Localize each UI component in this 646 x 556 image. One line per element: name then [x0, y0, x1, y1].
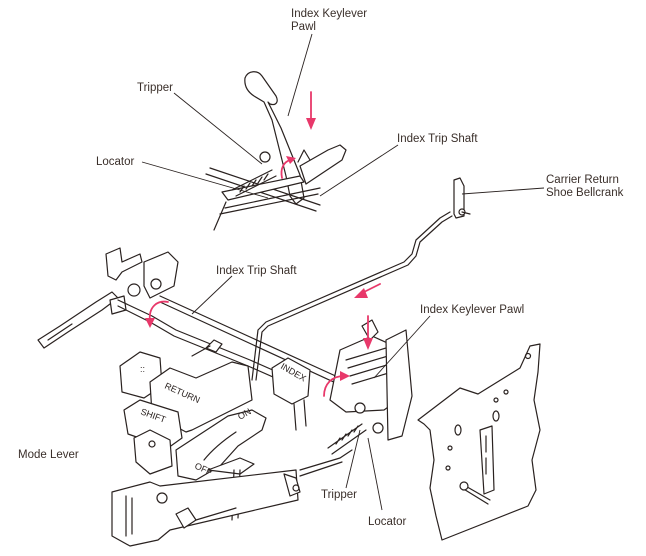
- label-tripper-top: Tripper: [137, 82, 173, 94]
- top-detail-assembly: [141, 33, 399, 231]
- label-mode-lever: Mode Lever: [18, 449, 79, 461]
- tripper-spring-bottom: [327, 423, 367, 455]
- lower-frame-plate: [111, 469, 299, 547]
- index-trip-shaft-mid: [117, 299, 301, 389]
- key-mode: [133, 429, 173, 475]
- label-locator-top: Locator: [96, 156, 135, 168]
- leader-index-keylever-pawl-top: [287, 33, 313, 117]
- label-index-trip-shaft-top: Index Trip Shaft: [397, 133, 478, 145]
- label-line: Index Keylever: [291, 8, 368, 20]
- top-right-bracket: [299, 144, 347, 185]
- leader-index-trip-shaft-mid: [191, 275, 233, 315]
- key-small-label: ::: [140, 364, 145, 374]
- carrier-return-link-rod: [251, 211, 453, 381]
- index-keylever-pawl-top: [244, 71, 305, 205]
- leader-carrier-return-shoe-bellcrank: [461, 187, 545, 195]
- top-base-bar: [221, 175, 305, 201]
- tripper-screw-top: [259, 151, 271, 163]
- leader-tripper-bottom: [345, 429, 361, 489]
- label-index-trip-shaft-mid: Index Trip Shaft: [216, 265, 297, 277]
- leader-locator-top: [141, 161, 269, 199]
- label-index-keylever-pawl-mid: Index Keylever Pawl: [420, 304, 525, 316]
- right-bracket-mid: [385, 329, 413, 441]
- left-mounting-bracket: [105, 247, 143, 281]
- label-carrier-return-shoe-bellcrank: Carrier Return Shoe Bellcrank: [546, 174, 623, 200]
- right-mechanism: [323, 315, 431, 511]
- side-plate: [417, 343, 541, 541]
- carrier-return-shoe-bellcrank: [453, 177, 465, 219]
- motion-arrowhead-down-top: [306, 118, 316, 130]
- lower-frame: [111, 449, 353, 547]
- label-line: Shoe Bellcrank: [546, 187, 624, 199]
- mode-lever-assembly: ON OFF: [175, 406, 267, 521]
- label-tripper-bottom: Tripper: [321, 489, 357, 501]
- mode-lever: [175, 409, 267, 481]
- left-lever-arm: [37, 291, 119, 349]
- side-frame-plate: [417, 343, 541, 541]
- leader-locator-bottom: [367, 437, 383, 511]
- keyboard-keys: :: RETURN SHIFT INDEX: [119, 351, 311, 475]
- side-plate-slot-bracket: [479, 425, 495, 495]
- leader-index-keylever-pawl-mid: [373, 315, 431, 379]
- label-line: Carrier Return: [546, 174, 619, 186]
- carrier-return-linkage: [251, 177, 545, 381]
- key-index: [271, 357, 311, 405]
- label-line: Pawl: [291, 21, 316, 33]
- label-index-keylever-pawl-top: Index Keylever Pawl: [291, 8, 367, 34]
- tripper-spring-top: [231, 169, 277, 197]
- leader-index-trip-shaft-top: [319, 144, 399, 197]
- label-locator-bottom: Locator: [368, 516, 407, 528]
- leader-tripper-top: [173, 92, 263, 165]
- left-bracket-assembly: [37, 247, 341, 389]
